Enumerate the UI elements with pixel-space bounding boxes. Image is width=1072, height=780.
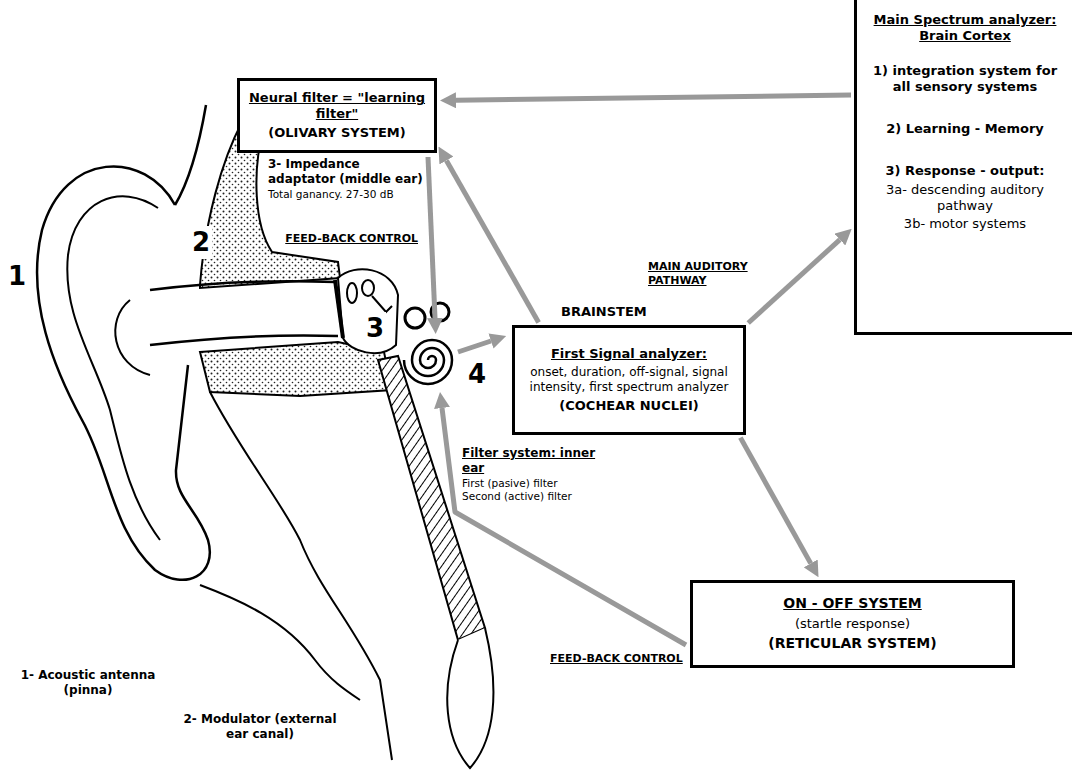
head-outline	[175, 105, 206, 205]
cochlea	[404, 340, 452, 384]
analyzer-box: BRAINSTEMFirst Signal analyzer:onset, du…	[512, 325, 746, 435]
arrow-label: FEED-BACK CONTROL	[548, 652, 685, 666]
jaw-outline	[200, 585, 360, 700]
callout-number: 1	[6, 260, 28, 293]
connector-arrow	[740, 438, 810, 564]
region-heading: BRAINSTEM	[561, 304, 647, 320]
label-group: Filter system: inner earFirst (pasive) f…	[462, 446, 597, 503]
eardrum	[335, 280, 343, 338]
part-label: 3- Impedance adaptator (middle ear)	[268, 157, 426, 187]
pinna-concha	[115, 300, 150, 375]
part-note: Total ganancy. 27-30 dB	[268, 188, 426, 201]
ear-canal	[150, 335, 338, 345]
box-text: 3) Response - output:	[886, 163, 1045, 179]
label-group: 3- Impedance adaptator (middle ear)Total…	[268, 157, 426, 201]
box-heading: Neural filter = "learning filter"	[246, 90, 428, 123]
arrow-label: FEED-BACK CONTROL	[283, 232, 420, 246]
part-note: Second (active) filter	[462, 490, 597, 503]
part-note: First (pasive) filter	[462, 477, 597, 490]
box-text: (startle response)	[795, 616, 910, 632]
pinna-helix	[67, 196, 160, 540]
part-label: Filter system: inner ear	[462, 446, 597, 476]
box-text: 2) Learning - Memory	[886, 121, 1044, 137]
box-heading: Main Spectrum analyzer: Brain Cortex	[865, 12, 1065, 45]
tube-end	[447, 628, 493, 768]
connector-arrow	[446, 161, 538, 323]
ossicle	[372, 296, 392, 312]
box-text: 1) integration system for all sensory sy…	[865, 63, 1065, 96]
ear-canal	[150, 281, 335, 290]
filter-box: Neural filter = "learning filter" (OLIVAR…	[237, 78, 437, 153]
system-box: ON - OFF SYSTEM (startle response) (RETICU…	[690, 580, 1015, 668]
cortex-box: Main Spectrum analyzer: Brain Cortex 1) i…	[854, 0, 1072, 335]
box-heading: ON - OFF SYSTEM	[783, 595, 921, 613]
connector-arrow	[748, 240, 840, 323]
box-text: (RETICULAR SYSTEM)	[768, 635, 936, 653]
callout-number: 3	[364, 312, 386, 345]
throat-outline	[210, 392, 392, 760]
pinna	[37, 166, 210, 579]
nerve-arrow	[458, 341, 491, 352]
box-text: (COCHEAR NUCLEI)	[559, 398, 698, 414]
box-text: 3a- descending auditory pathway	[865, 182, 1065, 215]
connector-arrow	[456, 95, 851, 100]
feedback-arrow	[442, 408, 686, 645]
ossicle	[347, 283, 357, 303]
middle-ear	[338, 269, 398, 353]
part-label: 1- Acoustic antenna (pinna)	[2, 668, 174, 698]
part-label: 2- Modulator (external ear canal)	[175, 712, 345, 742]
box-text: onset, duration, off-signal, signal inte…	[521, 365, 737, 395]
callout-number: 4	[466, 358, 488, 391]
feedback-arrow	[428, 157, 435, 318]
semicircular-canal	[405, 308, 425, 328]
edge-label: MAIN AUDITORY PATHWAY	[648, 260, 763, 288]
box-heading: First Signal analyzer:	[551, 346, 707, 362]
ossicle	[362, 280, 374, 296]
box-text: (OLIVARY SYSTEM)	[268, 125, 405, 141]
box-text: 3b- motor systems	[904, 216, 1026, 232]
callout-number: 2	[190, 226, 212, 259]
